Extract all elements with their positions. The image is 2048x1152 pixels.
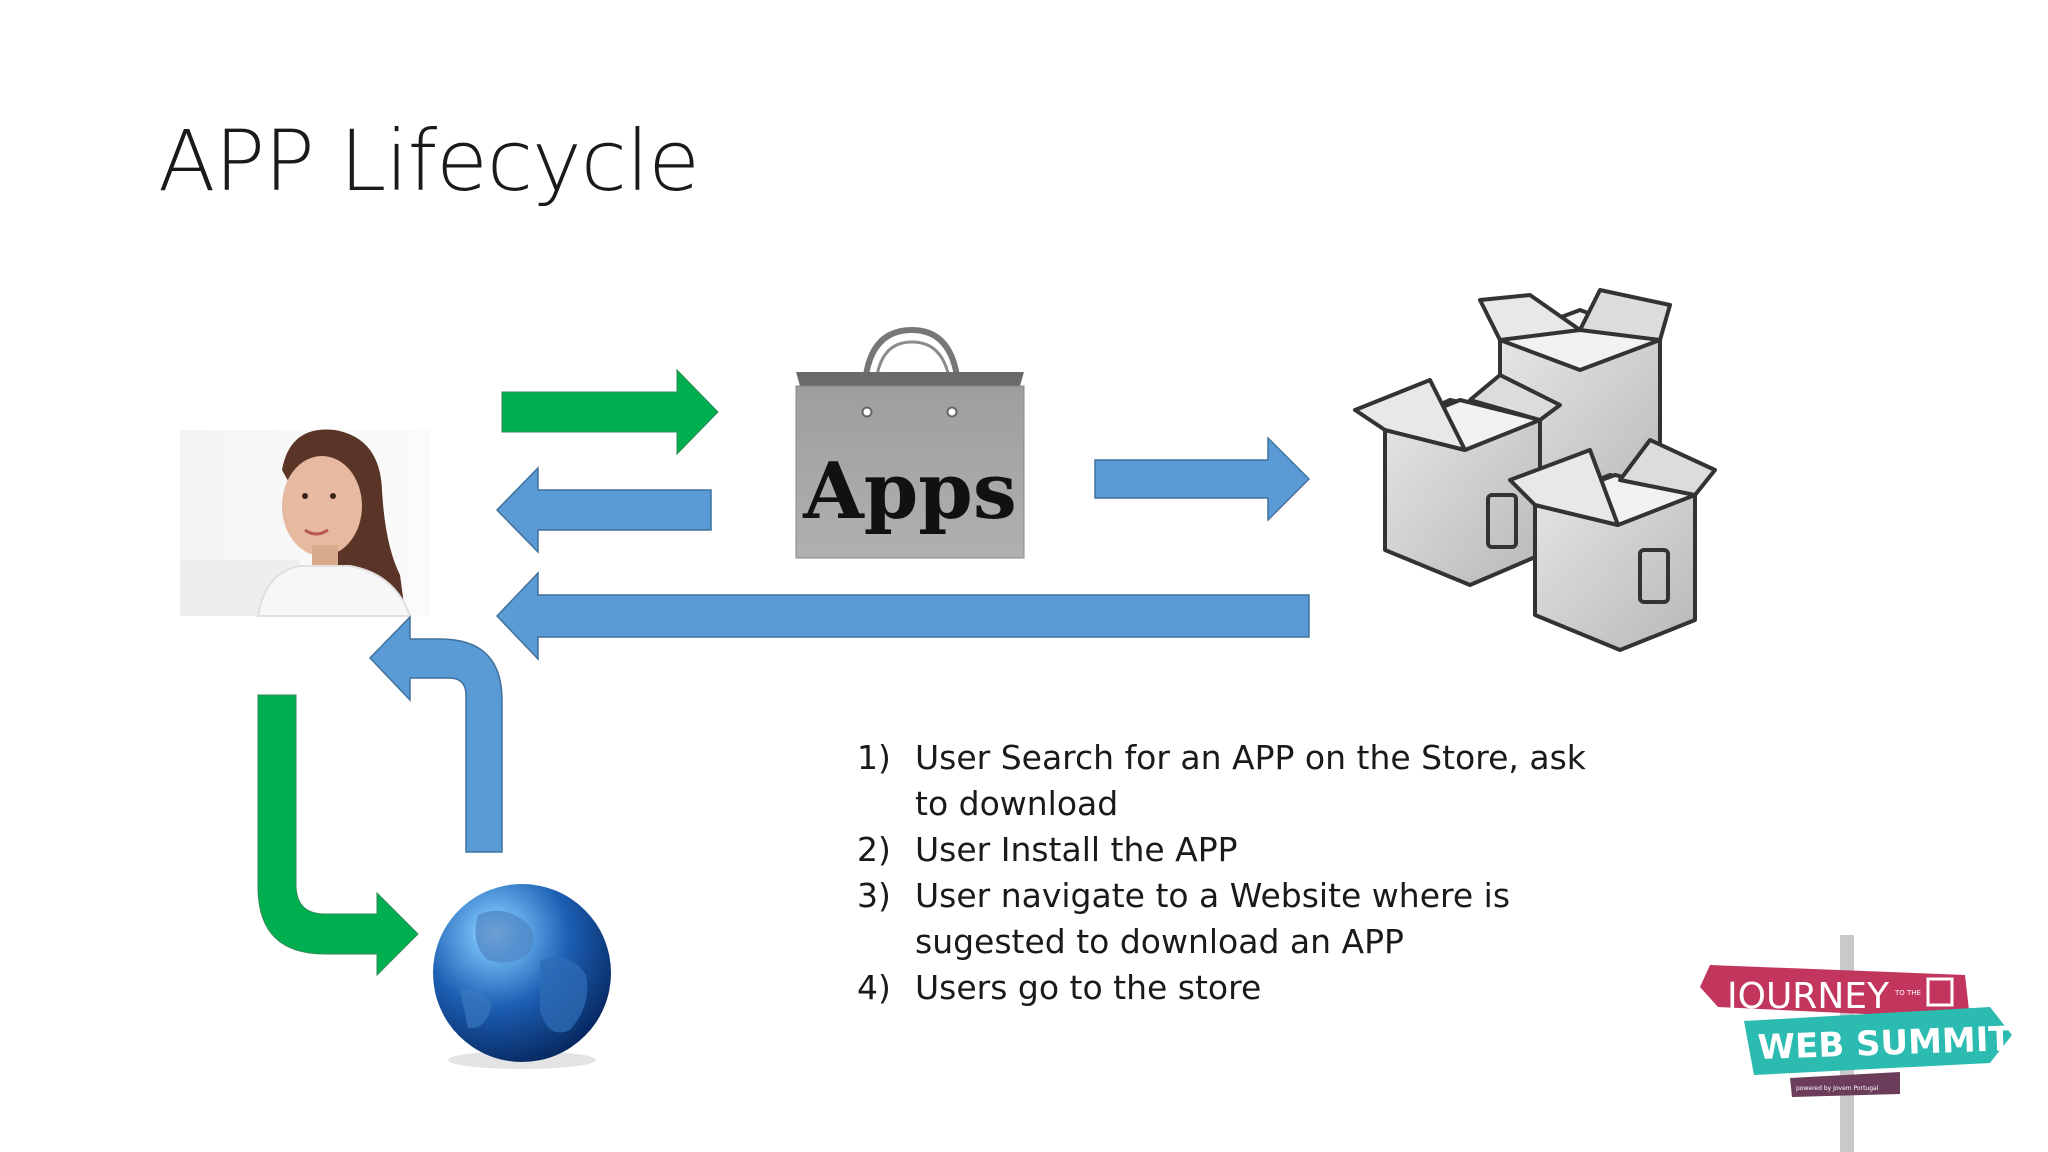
- globe-icon: [433, 884, 611, 1069]
- step-text: User Search for an APP on the Store, ask…: [915, 738, 1586, 823]
- step-number: 3): [857, 876, 891, 915]
- user-photo: [180, 429, 430, 617]
- arrow-user-to-website: [257, 694, 419, 977]
- step-number: 2): [857, 830, 891, 869]
- arrow-user-to-store: [501, 368, 719, 456]
- logo-line1: JOURNEY: [1725, 976, 1890, 1017]
- step-number: 4): [857, 968, 891, 1007]
- arrow-website-to-user: [368, 615, 503, 853]
- arrow-store-to-user: [495, 466, 712, 554]
- step-text: User Install the APP: [915, 830, 1238, 869]
- list-item: 2) User Install the APP: [857, 827, 1617, 873]
- list-item: 1) User Search for an APP on the Store, …: [857, 735, 1617, 827]
- list-item: 4) Users go to the store: [857, 965, 1617, 1011]
- bag-label: Apps: [802, 446, 1017, 537]
- step-number: 1): [857, 738, 891, 777]
- logo-line2: WEB SUMMIT: [1757, 1019, 2013, 1068]
- step-text: Users go to the store: [915, 968, 1262, 1007]
- arrow-boxes-to-user: [495, 571, 1310, 661]
- list-item: 3) User navigate to a Website where is s…: [857, 873, 1617, 965]
- logo-line1-small: TO THE: [1894, 989, 1921, 997]
- boxes-icon: [1353, 288, 1717, 652]
- steps-list: 1) User Search for an APP on the Store, …: [857, 735, 1617, 1011]
- journey-web-summit-logo: JOURNEY TO THE WEB SUMMIT powered by Jov…: [1700, 935, 2013, 1152]
- logo-line3: powered by Jovem Portugal: [1796, 1085, 1879, 1092]
- shopping-bag-icon: Apps: [795, 326, 1025, 559]
- slide-title: APP Lifecycle: [158, 112, 700, 210]
- step-text: User navigate to a Website where is suge…: [915, 876, 1511, 961]
- arrow-store-to-boxes: [1094, 436, 1311, 522]
